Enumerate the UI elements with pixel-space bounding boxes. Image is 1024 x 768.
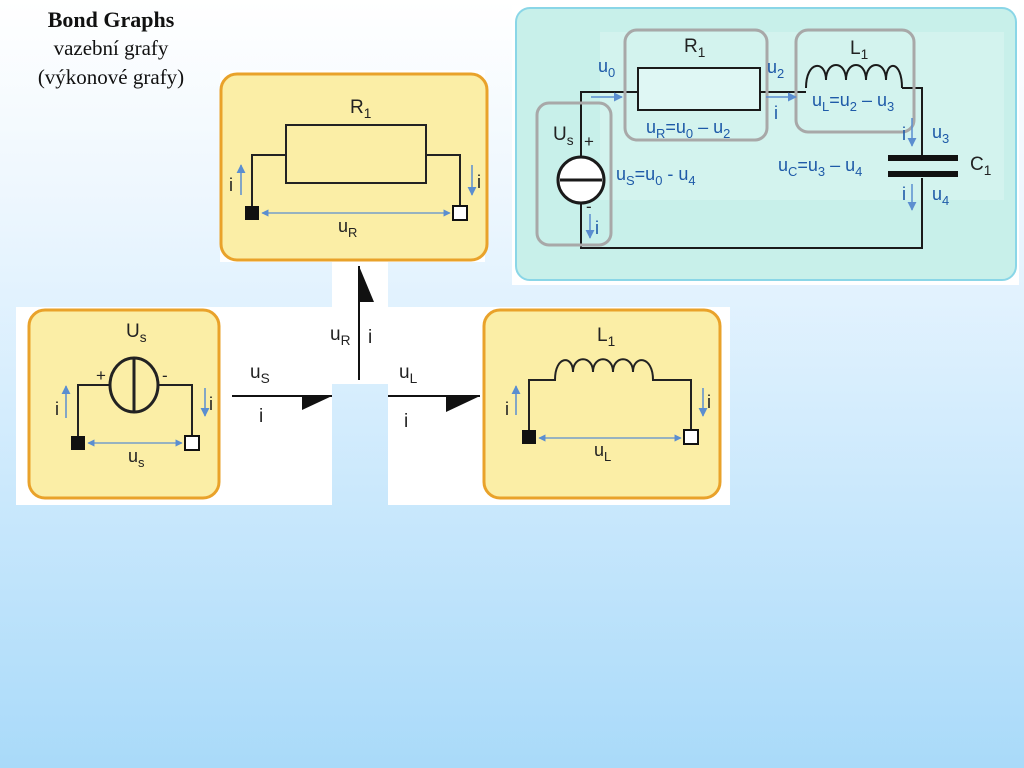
resistor-card: R1 i i uR [219, 72, 489, 262]
flow-label-right: i [209, 394, 213, 414]
current-label: i [902, 184, 906, 204]
resistor-voltage-label: uR [338, 216, 357, 240]
source-group-box [535, 101, 613, 247]
terminal-filled [522, 430, 536, 444]
equation-uc: uC=u3 – u4 [778, 155, 862, 179]
bond-source-flow: i [259, 406, 263, 427]
half-arrow-icon [359, 266, 374, 302]
terminal-open [184, 435, 200, 451]
bond-resistor: uR i [330, 266, 374, 380]
flow-label-left: i [229, 175, 233, 195]
inductor-label: L1 [597, 325, 615, 349]
half-arrow-icon [302, 396, 332, 410]
slide-title: Bond Graphs vazební grafy (výkonové graf… [0, 6, 222, 92]
node-u2-label: u2 [767, 57, 784, 81]
current-label: i [902, 124, 906, 144]
bond-source-effort: uS [250, 362, 270, 386]
terminal-open [452, 205, 468, 221]
source-voltage-label: us [128, 446, 145, 470]
bond-inductor-flow: i [404, 411, 408, 432]
circuit-r-label: R1 [684, 36, 705, 60]
current-label: i [595, 218, 599, 238]
circuit-c-label: C1 [970, 154, 991, 178]
flow-label-right: i [707, 392, 711, 412]
circuit-schematic: R1 L1 C1 Us + - u0 u2 u3 u4 i i i i uR=u… [512, 5, 1019, 285]
bond-inductor: uL i [388, 362, 480, 432]
circuit-us-label: Us [553, 124, 574, 148]
circuit-minus-label: - [586, 197, 592, 216]
bond-resistor-effort: uR [330, 324, 351, 348]
equation-ur: uR=u0 – u2 [646, 117, 730, 141]
circuit-wire [580, 91, 638, 160]
node-u4-label: u4 [932, 184, 949, 208]
node-u3-label: u3 [932, 122, 949, 146]
inductor-card: L1 i i uL [482, 308, 722, 500]
flow-label-right: i [477, 172, 481, 192]
circuit-resistor-symbol [637, 67, 761, 111]
circuit-l-label: L1 [850, 38, 868, 62]
minus-label: - [162, 366, 168, 385]
current-label: i [774, 103, 778, 123]
source-card: Us + - i i us [27, 308, 221, 500]
flow-label-left: i [505, 399, 509, 419]
flow-label-left: i [55, 399, 59, 419]
bond-resistor-flow: i [368, 327, 372, 348]
title-main: Bond Graphs [47, 7, 175, 32]
inductor-coil-symbol [528, 358, 692, 430]
bond-source: uS i [232, 362, 332, 427]
circuit-wire [580, 178, 923, 249]
inductor-voltage-label: uL [594, 440, 611, 464]
plus-label: + [96, 366, 106, 385]
terminal-open [683, 429, 699, 445]
source-label: Us [126, 321, 147, 345]
circuit-inductor-symbol [805, 64, 903, 89]
title-subtitle-1: vazební grafy [53, 36, 169, 60]
terminal-filled [71, 436, 85, 450]
equation-us: uS=u0 - u4 [616, 164, 696, 188]
circuit-wire [902, 87, 923, 158]
node-u0-label: u0 [598, 56, 615, 80]
half-arrow-icon [446, 396, 480, 412]
circuit-plus-label: + [584, 132, 594, 151]
equation-ul: uL=u2 – u3 [812, 90, 894, 114]
title-subtitle-2: (výkonové grafy) [37, 65, 185, 89]
resistor-label: R1 [350, 97, 371, 121]
resistor-group-box [623, 28, 769, 142]
inductor-group-box [794, 28, 916, 134]
bond-inductor-effort: uL [399, 362, 418, 386]
terminal-filled [245, 206, 259, 220]
